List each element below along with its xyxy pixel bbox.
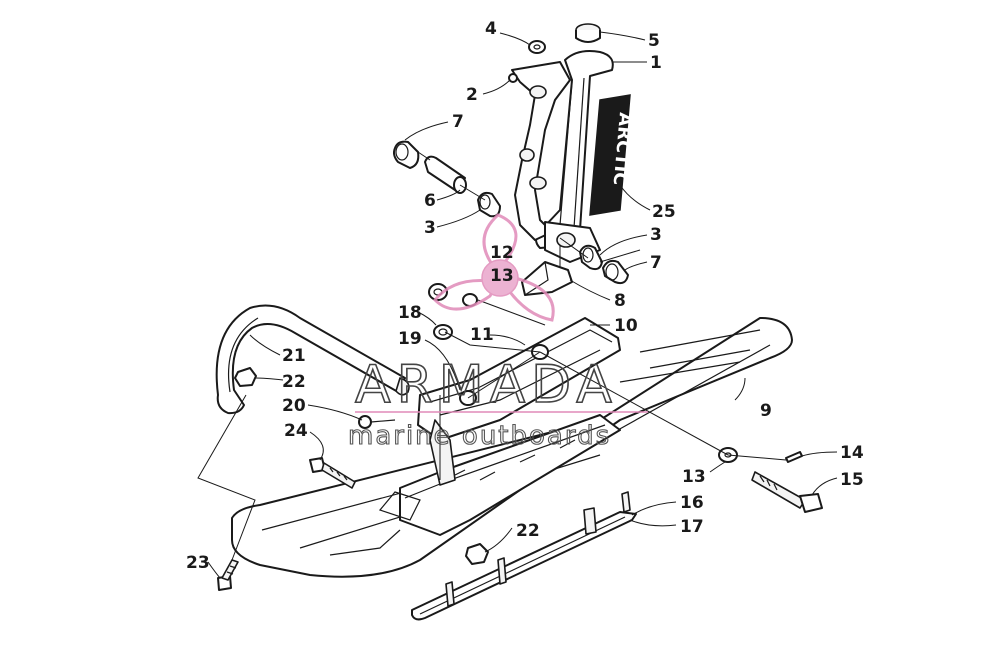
bushing-part-7-left xyxy=(393,140,420,169)
callout-5: 5 xyxy=(648,31,660,51)
callout-12: 12 xyxy=(490,243,514,263)
callout-19: 19 xyxy=(398,329,422,349)
callout-3-right: 3 xyxy=(650,225,662,245)
callout-labels: 4 5 1 2 7 6 3 25 3 7 12 13 8 18 11 10 19… xyxy=(186,19,864,573)
callout-13-upper: 13 xyxy=(490,266,514,286)
bolt-part-15 xyxy=(751,471,823,513)
ski-loop-part-21 xyxy=(215,304,410,415)
callout-13-lower: 13 xyxy=(682,467,706,487)
washer-part-4 xyxy=(528,40,546,54)
callout-2: 2 xyxy=(466,85,478,105)
callout-22-lower: 22 xyxy=(516,521,540,541)
callout-leaders xyxy=(207,31,838,579)
callout-7-left: 7 xyxy=(452,112,464,132)
bumper-part-8 xyxy=(521,261,573,296)
watermark: ARMADA marine outboards xyxy=(347,213,648,452)
callout-24: 24 xyxy=(284,421,308,441)
callout-15: 15 xyxy=(840,470,864,490)
callout-17: 17 xyxy=(680,517,704,537)
bushing-part-7-right xyxy=(602,259,629,285)
callout-11: 11 xyxy=(470,325,494,345)
callout-4: 4 xyxy=(485,19,497,39)
nut-part-22-lower xyxy=(465,543,489,565)
callout-18: 18 xyxy=(398,303,422,323)
propeller-logo xyxy=(432,213,555,322)
callout-25: 25 xyxy=(652,202,676,222)
callout-22-upper: 22 xyxy=(282,372,306,392)
assembly-lines xyxy=(197,151,787,561)
bolt-part-24 xyxy=(309,457,356,489)
cap-part-5 xyxy=(575,23,601,43)
fitting-part-2 xyxy=(508,73,518,83)
callout-3-left: 3 xyxy=(424,218,436,238)
sleeve-part-6 xyxy=(424,155,467,194)
nut-part-22-upper xyxy=(234,367,257,387)
callout-14: 14 xyxy=(840,443,864,463)
pin-part-14 xyxy=(785,451,803,463)
nut-part-18 xyxy=(433,324,453,340)
callout-20: 20 xyxy=(282,396,306,416)
stud-part-16 xyxy=(445,491,631,607)
watermark-tagline: marine outboards xyxy=(348,421,611,451)
callout-8: 8 xyxy=(614,291,626,311)
bolt-part-23 xyxy=(217,559,239,591)
callout-21: 21 xyxy=(282,346,306,366)
spindle-decal-part-25: ARCTIC xyxy=(589,94,636,216)
callout-23: 23 xyxy=(186,553,210,573)
watermark-brand: ARMADA xyxy=(355,355,618,415)
callout-6: 6 xyxy=(424,191,436,211)
bushing-part-3-left xyxy=(477,191,501,218)
callout-9: 9 xyxy=(760,401,772,421)
callout-16: 16 xyxy=(680,493,704,513)
callout-7-right: 7 xyxy=(650,253,662,273)
ski-plate-part-10 xyxy=(417,317,621,486)
bolt-part-20 xyxy=(358,415,396,429)
callout-10: 10 xyxy=(614,316,638,336)
callout-1: 1 xyxy=(650,53,662,73)
